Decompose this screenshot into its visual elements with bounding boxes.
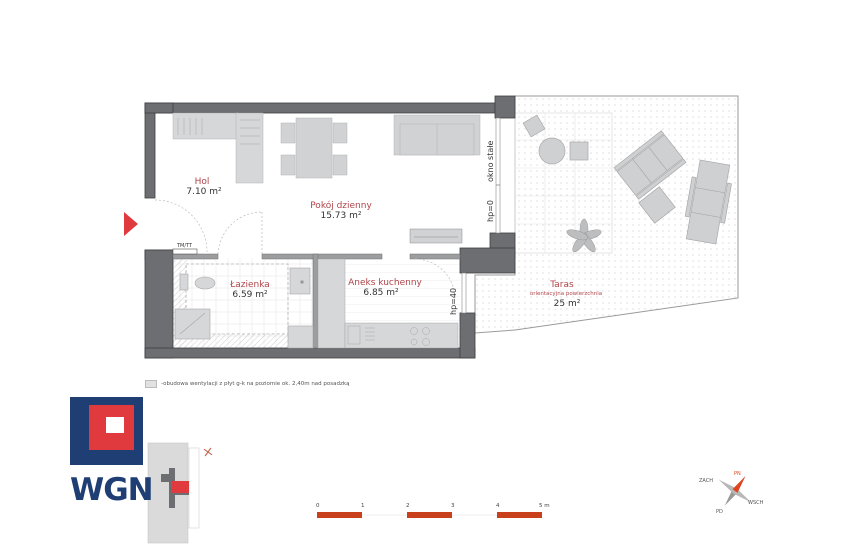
room-name-hol: Hol xyxy=(194,177,210,187)
compass-label-wsch: WSCH xyxy=(748,500,764,506)
window-height-kitchen-label: hp=40 xyxy=(449,287,458,315)
bathroom-fixtures xyxy=(174,267,314,349)
room-area-aneks: 6.85 m² xyxy=(363,288,399,298)
room-area-lazienka: 6.59 m² xyxy=(232,290,268,300)
scale-tick-5: 5 m xyxy=(539,503,550,509)
kitchen-counters xyxy=(317,258,459,349)
wgn-logo xyxy=(70,397,143,465)
logo-text: WGN xyxy=(70,472,154,508)
entrance-arrow-icon xyxy=(124,212,138,236)
plant-icon xyxy=(566,218,602,253)
room-name-pokoj: Pokój dzienny xyxy=(310,201,372,211)
dining-table xyxy=(280,117,348,179)
window-fixed xyxy=(495,117,501,234)
scale-tick-3: 3 xyxy=(451,503,455,509)
tm-tt-label: TM/TT xyxy=(177,243,193,249)
compass-label-pn: PN xyxy=(734,471,741,477)
room-name-lazienka: Łazienka xyxy=(230,280,270,290)
window-height-living-label: hp=0 xyxy=(486,200,495,222)
room-area-pokoj: 15.73 m² xyxy=(320,211,362,221)
wardrobe xyxy=(172,112,264,184)
room-note-taras: orientacyjna powierzchnia xyxy=(529,291,603,297)
window-fixed-label: okno stałe xyxy=(486,140,495,182)
compass-label-pd: PD xyxy=(716,509,723,515)
scale-tick-1: 1 xyxy=(361,503,365,509)
legend-swatch xyxy=(145,380,157,388)
doors xyxy=(154,199,456,300)
room-name-aneks: Aneks kuchenny xyxy=(348,278,422,288)
scale-tick-0: 0 xyxy=(316,503,320,509)
compass-label-zach: ZACH xyxy=(699,478,714,484)
room-area-hol: 7.10 m² xyxy=(186,187,222,197)
legend-text: -obudowa wentylacji z płyt g-k na poziom… xyxy=(161,381,350,387)
sofa xyxy=(393,114,481,156)
room-name-taras: Taras xyxy=(550,280,574,290)
key-plan xyxy=(147,442,213,544)
tv-unit xyxy=(409,228,463,244)
compass-icon xyxy=(718,476,752,506)
room-area-taras: 25 m² xyxy=(553,299,581,309)
window-kitchen xyxy=(461,272,467,314)
terrace-furniture xyxy=(522,114,732,245)
tm-tt-box xyxy=(172,248,198,255)
legend: -obudowa wentylacji z płyt g-k na poziom… xyxy=(145,380,349,388)
walls xyxy=(144,95,516,359)
scale-bar xyxy=(317,512,543,518)
scale-tick-2: 2 xyxy=(406,503,410,509)
scale-tick-4: 4 xyxy=(496,503,500,509)
